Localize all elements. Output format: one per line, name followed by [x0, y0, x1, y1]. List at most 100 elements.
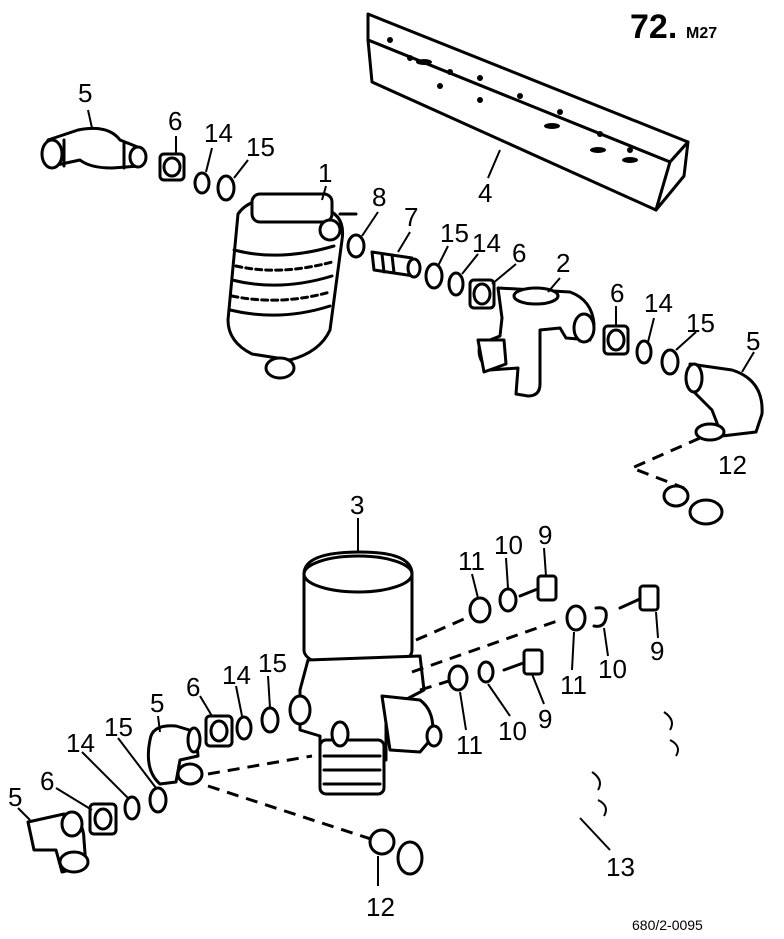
seal-ring-icon: [260, 706, 280, 734]
leader-2: [547, 277, 561, 293]
leader-11c: [459, 691, 467, 731]
leader-13: [579, 817, 611, 851]
leader-5c: [157, 715, 161, 733]
callout-6: 6: [168, 106, 182, 136]
leader-6d: [199, 695, 213, 717]
hose-line-icon: [396, 498, 756, 876]
leader-9b: [655, 611, 659, 639]
seal-ring-icon: [368, 828, 396, 856]
washer-icon: [565, 604, 587, 632]
callout-5: 5: [8, 782, 22, 812]
callout-15: 15: [246, 132, 275, 162]
bolt-icon: [502, 648, 544, 676]
connection-line: [207, 784, 375, 842]
lock-washer-icon: [477, 660, 495, 684]
callout-15: 15: [440, 218, 469, 248]
leader-14e: [81, 751, 129, 799]
connection-line: [207, 754, 313, 776]
callout-7: 7: [404, 202, 418, 232]
nut-icon: [204, 714, 234, 748]
elbow-fitting-icon: [40, 126, 148, 170]
leader-1: [321, 185, 327, 201]
leader-10a: [505, 557, 509, 589]
callout-1: 1: [318, 158, 332, 188]
filter-housing-icon: [226, 192, 358, 380]
leader-9a: [543, 547, 547, 577]
callout-6: 6: [186, 672, 200, 702]
leader-5b: [741, 351, 755, 373]
valve-body-icon: [476, 286, 596, 398]
seal-ring-icon: [662, 484, 690, 508]
nut-icon: [602, 324, 630, 356]
callout-10: 10: [498, 716, 527, 746]
leader-6b: [491, 263, 517, 285]
leader-14a: [205, 147, 213, 173]
bolt-icon: [518, 574, 558, 602]
washer-icon: [447, 271, 465, 297]
callout-6: 6: [512, 238, 526, 268]
washer-icon: [235, 715, 253, 741]
leader-15b: [437, 245, 449, 267]
drawing-number: 680/2-0095: [632, 917, 703, 933]
elbow-fitting-icon: [684, 362, 764, 442]
callout-9: 9: [538, 520, 552, 550]
leader-10b: [603, 627, 609, 657]
washer-icon: [447, 664, 469, 692]
seal-ring-icon: [346, 233, 366, 259]
connection-line: [628, 436, 701, 490]
callout-3: 3: [350, 490, 364, 520]
angle-bracket-icon: [366, 12, 690, 212]
callout-4: 4: [478, 178, 492, 208]
bolt-icon: [618, 584, 660, 612]
washer-icon: [468, 596, 492, 624]
lock-washer-icon: [498, 587, 518, 613]
leader-14b: [461, 253, 479, 275]
threaded-fitting-icon: [370, 250, 422, 279]
callout-8: 8: [372, 182, 386, 212]
callout-11: 11: [560, 670, 587, 700]
callout-14: 14: [472, 228, 501, 258]
callout-10: 10: [494, 530, 523, 560]
leader-15c: [675, 331, 697, 351]
callout-6: 6: [610, 278, 624, 308]
callout-10: 10: [598, 654, 627, 684]
leader-15a: [233, 159, 249, 179]
leader-15d: [267, 675, 271, 709]
elbow-fitting-icon: [26, 810, 90, 874]
callout-5: 5: [150, 688, 164, 718]
connection-line: [419, 678, 453, 692]
callout-12: 12: [366, 892, 395, 922]
seal-ring-icon: [660, 348, 680, 376]
callout-14: 14: [66, 728, 95, 758]
callout-11: 11: [458, 546, 485, 576]
callout-12: 12: [718, 450, 747, 480]
callout-9: 9: [538, 704, 552, 734]
leader-11a: [471, 573, 479, 599]
callout-15: 15: [686, 308, 715, 338]
leader-5d: [17, 807, 31, 821]
washer-icon: [193, 171, 211, 195]
air-dryer-icon: [288, 550, 443, 796]
leader-9c: [531, 673, 545, 705]
leader-6e: [55, 787, 93, 811]
seal-ring-icon: [216, 174, 236, 202]
callout-2: 2: [556, 248, 570, 278]
callout-14: 14: [644, 288, 673, 318]
leader-8: [361, 211, 379, 237]
page-ref-main: 72.: [630, 8, 677, 46]
nut-icon: [468, 278, 496, 310]
leader-14c: [647, 317, 655, 343]
page-ref-sub: M27: [686, 25, 717, 42]
leader-15e: [117, 737, 157, 789]
leader-11b: [571, 631, 575, 671]
leader-10c: [487, 683, 511, 717]
callout-13: 13: [606, 852, 635, 882]
leader-5a: [87, 109, 93, 129]
connection-line: [415, 610, 481, 642]
lock-washer-icon: [592, 606, 608, 628]
washer-icon: [123, 795, 141, 821]
leader-7: [397, 231, 411, 253]
nut-icon: [88, 802, 118, 836]
callout-5: 5: [78, 78, 92, 108]
callout-9: 9: [650, 636, 664, 666]
